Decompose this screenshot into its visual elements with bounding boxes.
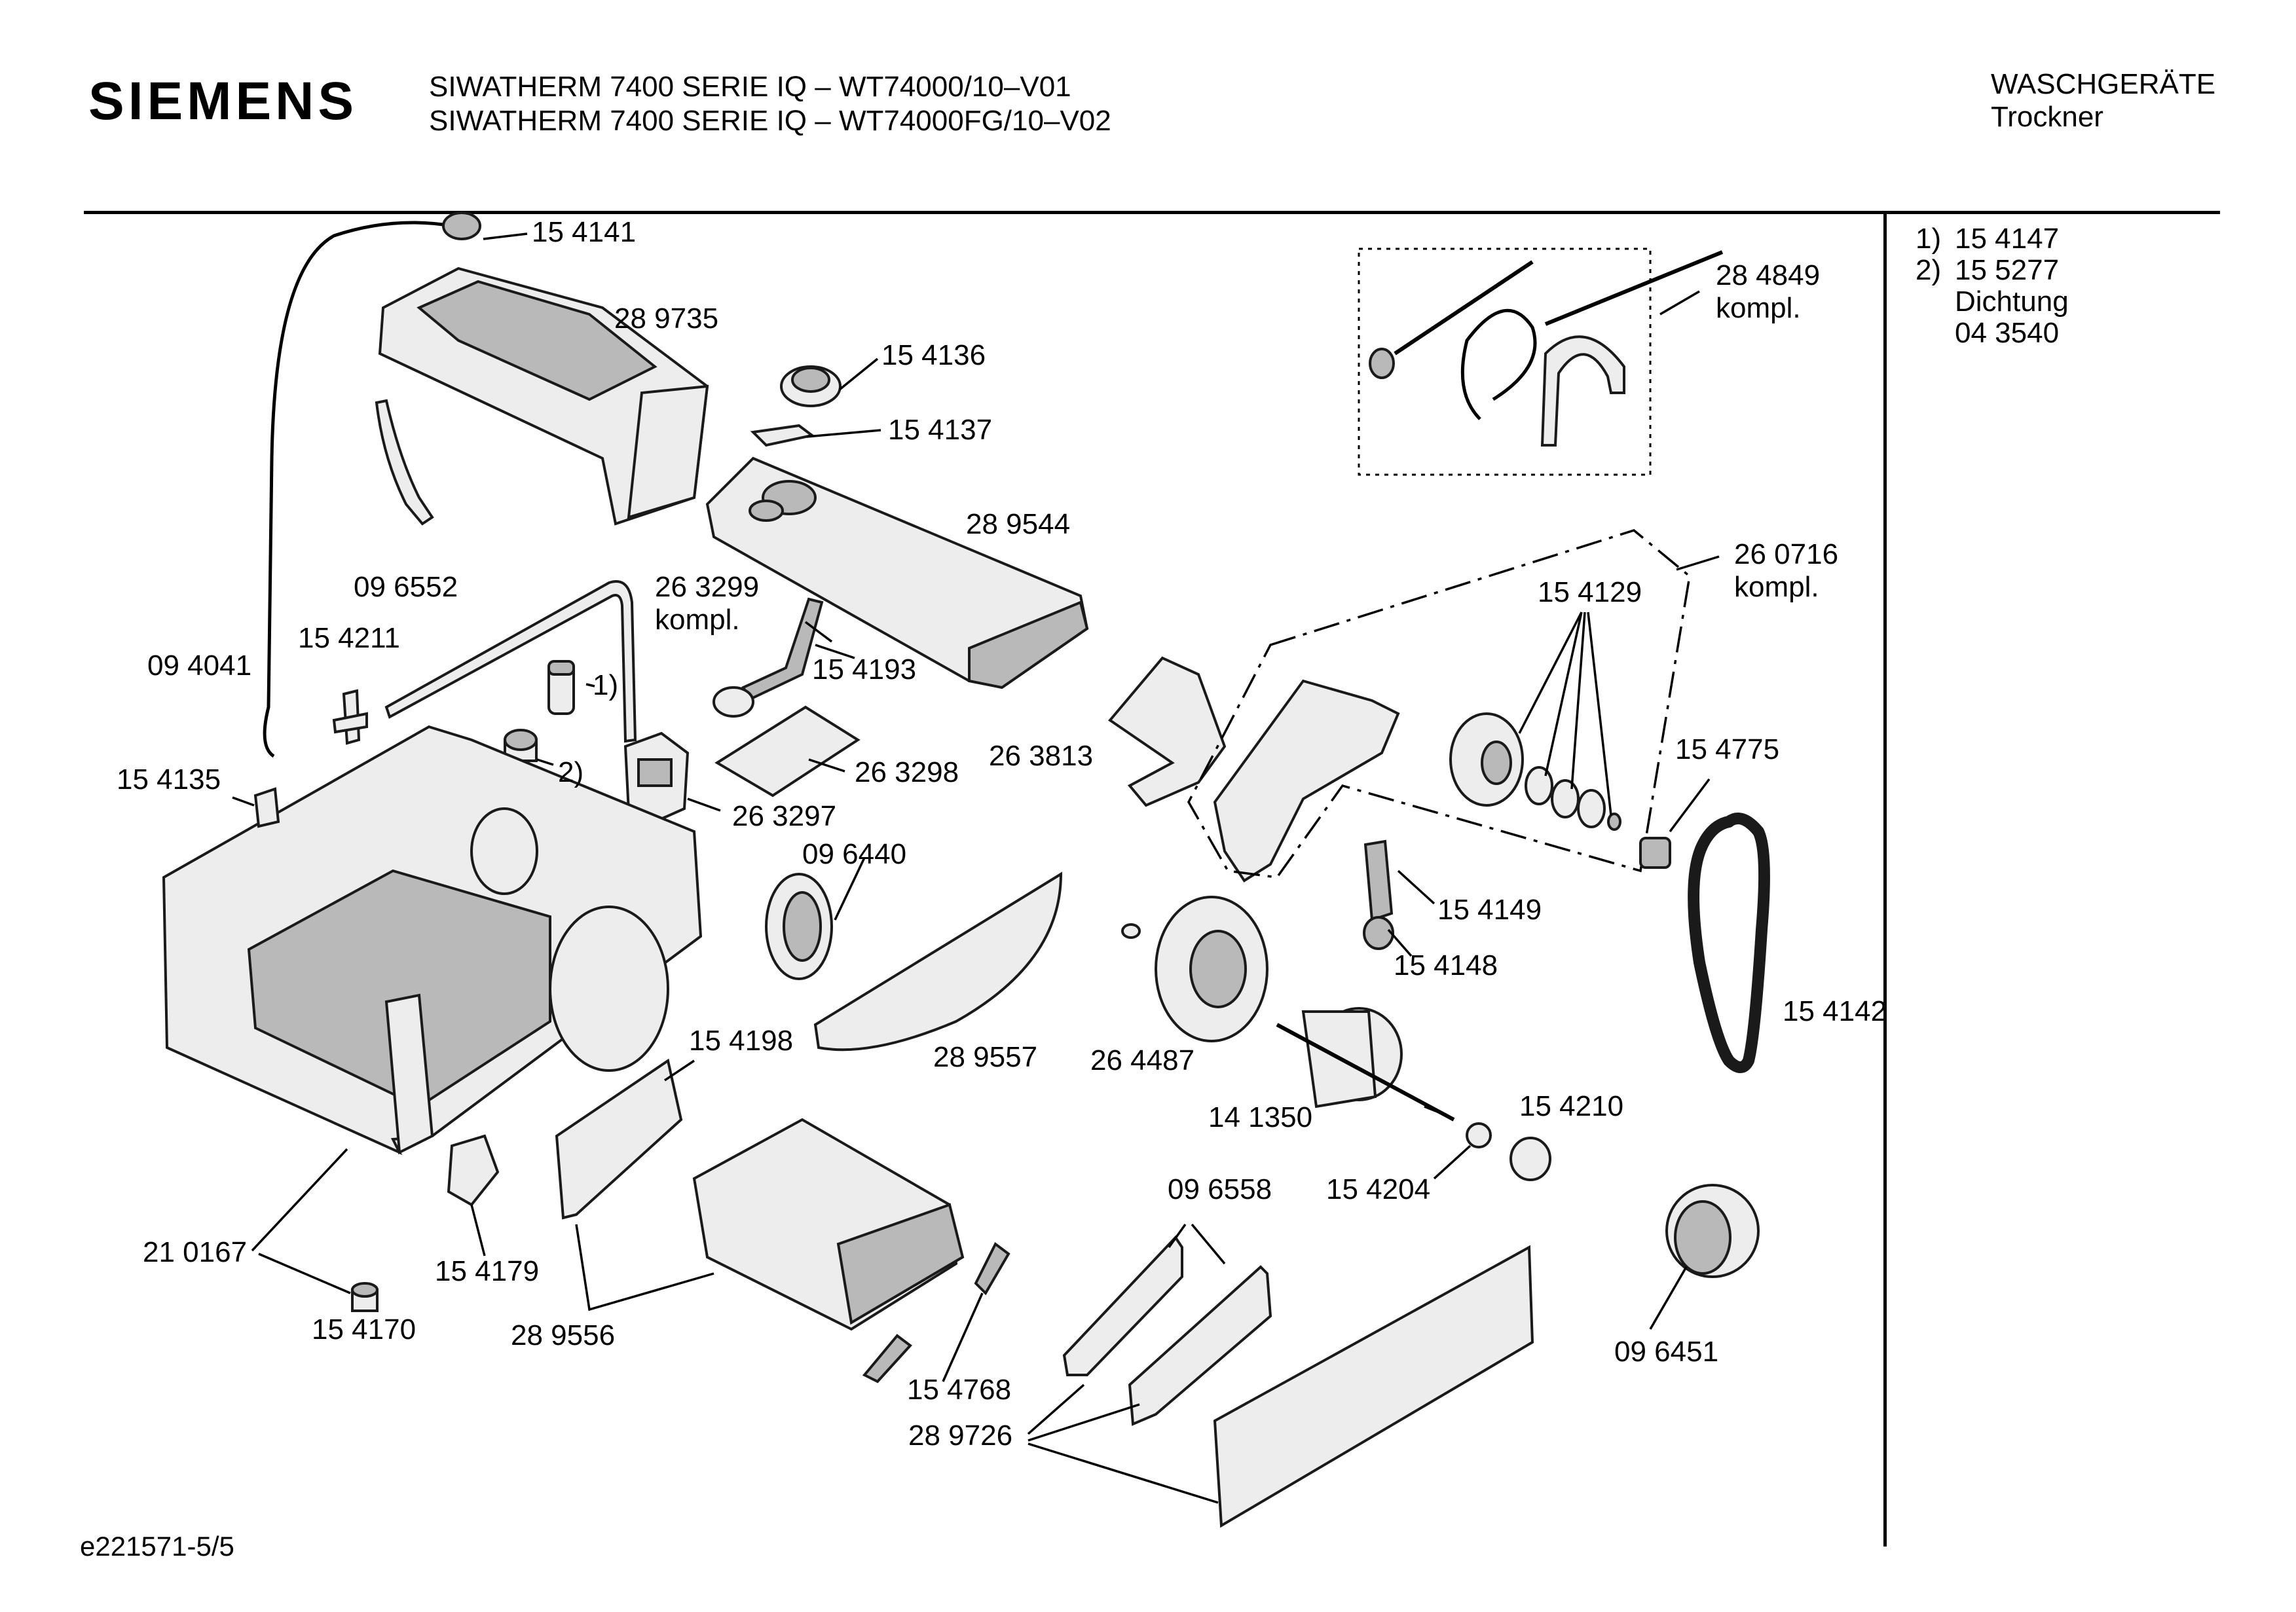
- label-289557: 28 9557: [933, 1041, 1038, 1073]
- motor-bracket-part: [1213, 679, 1400, 883]
- clip-part: [253, 787, 280, 828]
- label-263297: 26 3297: [732, 800, 837, 832]
- label-154204: 15 4204: [1326, 1173, 1431, 1205]
- model-title-line-2: SIWATHERM 7400 SERIE IQ – WT74000FG/10–V…: [429, 105, 1111, 137]
- label-264487: 26 4487: [1090, 1044, 1195, 1076]
- label-154198: 15 4198: [689, 1025, 794, 1057]
- ring-seal-part: [765, 873, 833, 980]
- spring-part: [1363, 839, 1394, 922]
- label-154141: 15 4141: [532, 216, 637, 248]
- base-frame-part: [162, 725, 703, 1156]
- lock-part: [862, 1241, 1010, 1383]
- label-154211: 15 4211: [298, 622, 400, 654]
- label-154179: 15 4179: [435, 1255, 540, 1287]
- switch-part: [447, 1134, 500, 1207]
- model-title-line-1: SIWATHERM 7400 SERIE IQ – WT74000/10–V01: [429, 71, 1071, 103]
- sensor-cable-part: [263, 211, 481, 758]
- label-154170: 15 4170: [312, 1313, 417, 1346]
- label-154135: 15 4135: [117, 763, 221, 796]
- label-154768: 15 4768: [907, 1374, 1012, 1406]
- notes-divider: [1883, 211, 1887, 1547]
- label-260716-kompl: kompl.: [1734, 571, 1819, 603]
- label-154136: 15 4136: [881, 339, 986, 371]
- fan-wheel-part: [1665, 1184, 1760, 1278]
- note-1-marker: 1): [1916, 223, 1942, 255]
- leader-lines: [232, 232, 1720, 1504]
- front-panel-part: [1213, 1245, 1534, 1528]
- drawing-id: e221571-5/5: [80, 1531, 234, 1562]
- gasket-part: [555, 1058, 683, 1220]
- damper-part: [1509, 1137, 1551, 1181]
- tube-part: [384, 580, 637, 743]
- label-263299: 26 3299: [655, 571, 760, 603]
- label-154210: 15 4210: [1519, 1090, 1624, 1122]
- note-1-text: 15 4147: [1955, 223, 2060, 255]
- label-284849: 28 4849: [1716, 259, 1821, 291]
- capacitor-part: [547, 660, 575, 715]
- label-154775: 15 4775: [1675, 733, 1780, 765]
- lever-part: [713, 597, 824, 718]
- cable-kit-box: [1358, 247, 1652, 476]
- label-154129: 15 4129: [1538, 576, 1642, 608]
- label-note2: 2): [558, 756, 584, 788]
- hose-096552-part: [375, 399, 434, 526]
- label-263298: 26 3298: [855, 756, 959, 788]
- drive-belt-part: [1688, 813, 1770, 1073]
- cable-kit-part: [1369, 250, 1724, 447]
- label-263299-kompl: kompl.: [655, 604, 740, 636]
- category-subtitle: Trockner: [1991, 101, 2103, 133]
- label-154193: 15 4193: [812, 653, 917, 686]
- label-141350: 14 1350: [1208, 1101, 1313, 1133]
- label-289544: 28 9544: [966, 508, 1071, 540]
- label-289556: 28 9556: [511, 1319, 616, 1351]
- pcb-part: [714, 705, 861, 797]
- siemens-logo: SIEMENS: [88, 71, 358, 131]
- filter-grid-part: [1128, 1265, 1272, 1426]
- label-096558: 09 6558: [1168, 1173, 1272, 1205]
- nut-part: [1121, 923, 1141, 939]
- coupling-part: [1639, 837, 1671, 869]
- note-2-description: Dichtung: [1955, 285, 2069, 318]
- motor-part: [1155, 896, 1455, 1122]
- label-096440: 09 6440: [802, 838, 907, 870]
- label-094041: 09 4041: [147, 650, 252, 682]
- bracket-part: [1108, 656, 1227, 807]
- label-263813: 26 3813: [989, 740, 1094, 772]
- pump-part: [623, 731, 690, 824]
- label-260716: 26 0716: [1734, 538, 1839, 570]
- condenser-part: [692, 1118, 965, 1331]
- label-154148: 15 4148: [1394, 949, 1498, 981]
- label-note1: 1): [593, 669, 619, 701]
- foot-part: [351, 1282, 379, 1312]
- label-284849-kompl: kompl.: [1716, 292, 1801, 324]
- label-210167: 21 0167: [143, 1236, 248, 1268]
- label-154137: 15 4137: [888, 414, 993, 446]
- pulley-part: [1449, 712, 1621, 831]
- tensioner-part: [1363, 916, 1394, 950]
- label-154149: 15 4149: [1437, 894, 1542, 926]
- note-2-text: 15 5277: [1955, 254, 2060, 286]
- label-096552: 09 6552: [354, 571, 458, 603]
- label-154142: 15 4142: [1783, 995, 1887, 1027]
- drain-cap-part: [750, 365, 842, 447]
- note-2-marker: 2): [1916, 254, 1942, 286]
- label-096451: 09 6451: [1614, 1336, 1719, 1368]
- filter-housing-part: [378, 266, 709, 526]
- category-title: WASCHGERÄTE: [1991, 68, 2216, 100]
- label-289735: 28 9735: [614, 302, 719, 335]
- bushing-part: [1466, 1122, 1492, 1148]
- air-duct-part: [813, 871, 1063, 1052]
- label-289726: 28 9726: [908, 1420, 1013, 1452]
- water-tank-part: [705, 456, 1089, 689]
- note-2-extra-part: 04 3540: [1955, 317, 2060, 349]
- motor-bracket-group-outline: [1187, 529, 1691, 879]
- hose-clip-part: [332, 689, 368, 745]
- header-rule: [84, 211, 2220, 214]
